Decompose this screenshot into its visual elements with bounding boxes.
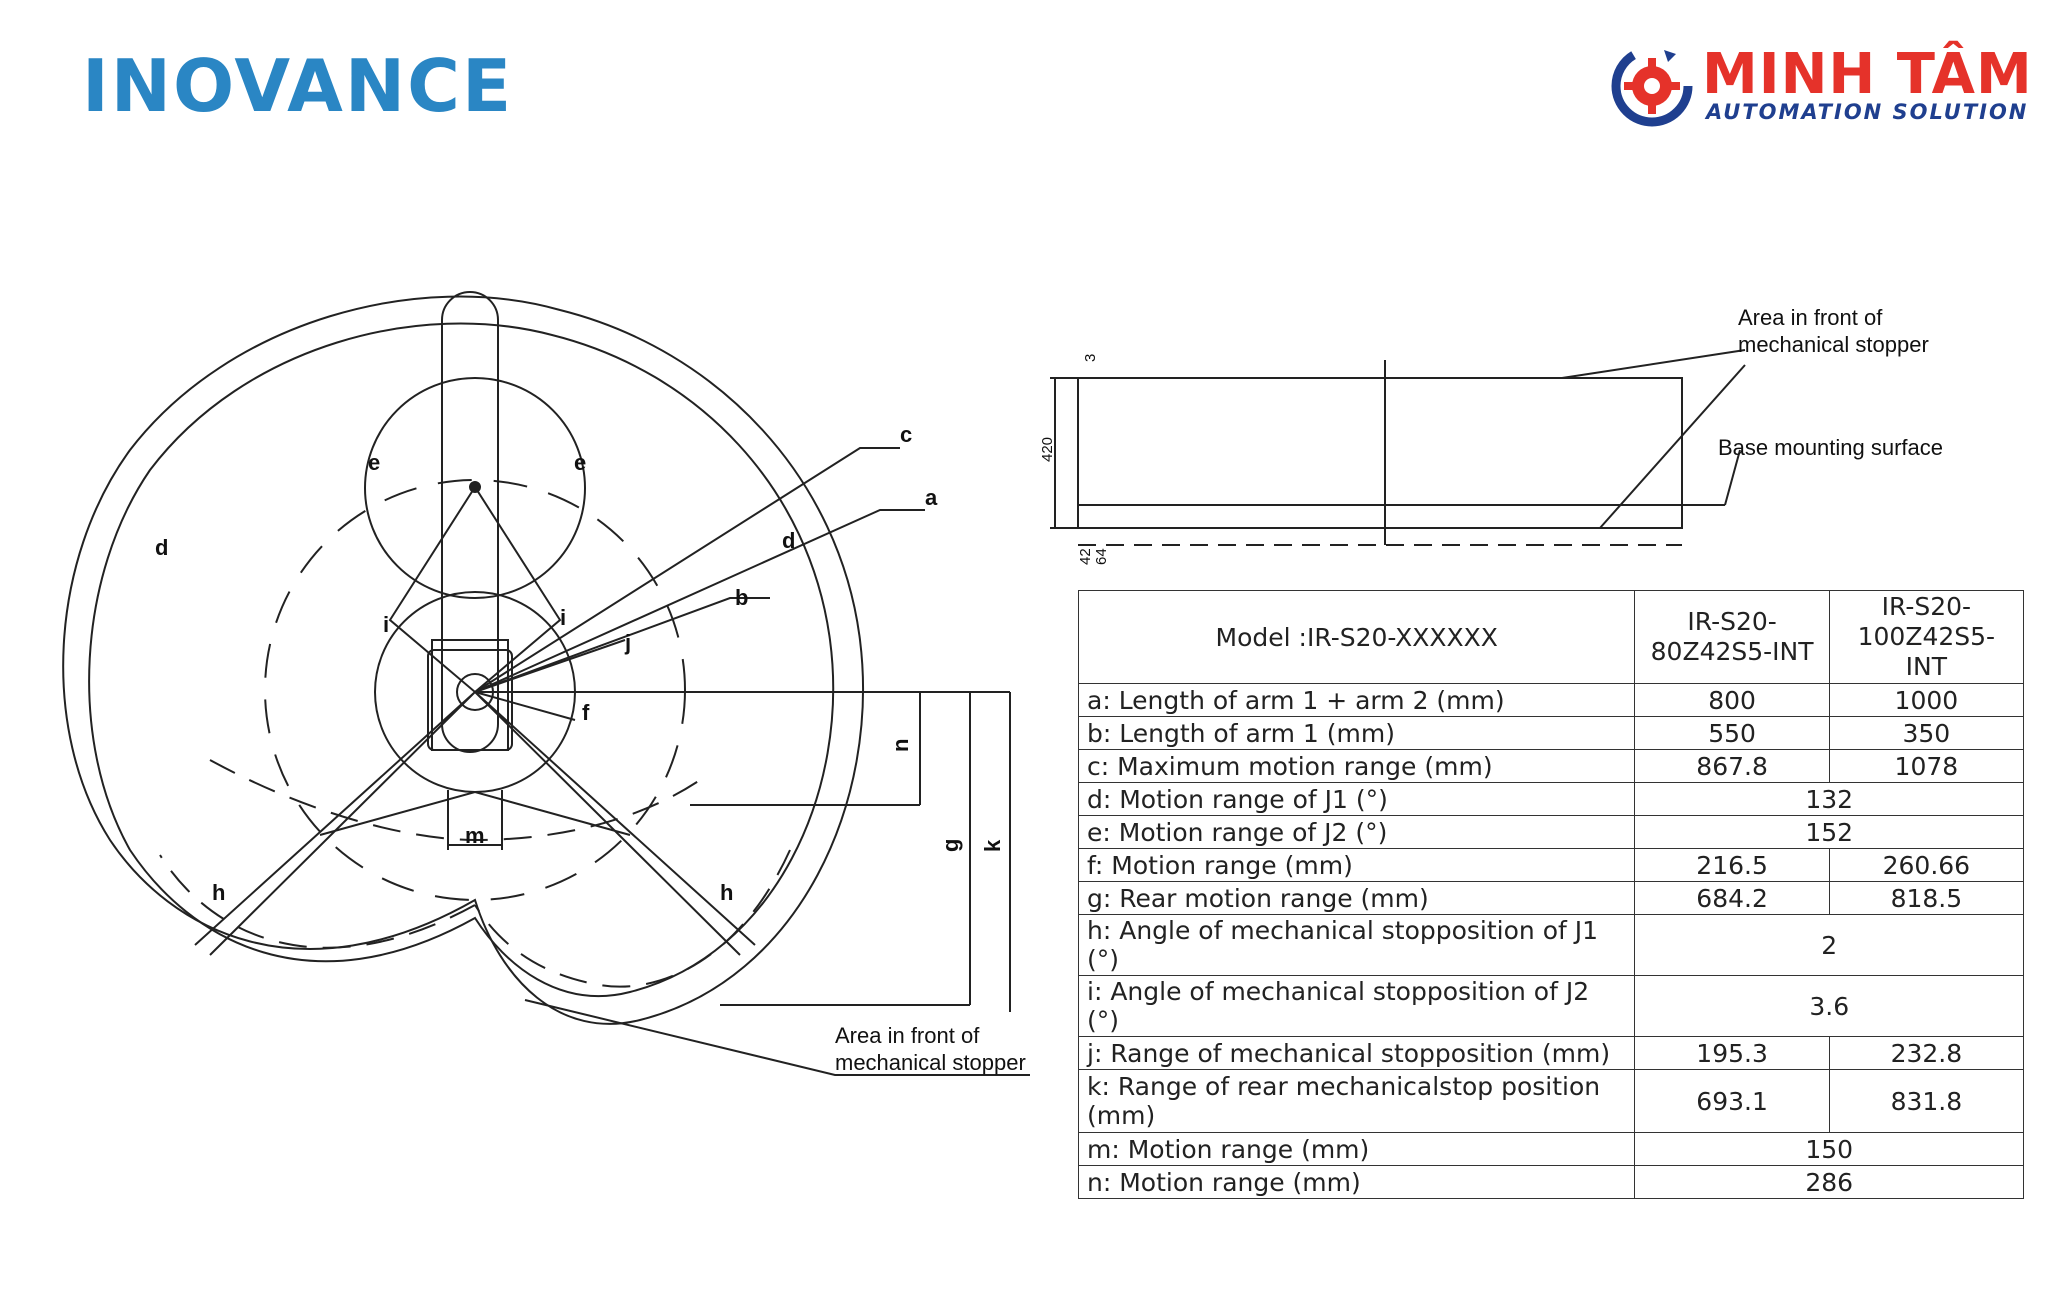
side-leader-area-2 — [1599, 364, 1746, 529]
plan-callout-line1: Area in front of — [835, 1023, 980, 1048]
inovance-logo: INOVANCE — [82, 44, 514, 128]
side-dim-height: 420 — [1039, 437, 1056, 462]
leader-j — [474, 639, 626, 693]
dashed-range-outer — [159, 849, 791, 988]
label-e-left: e — [368, 450, 380, 475]
side-callout-base: Base mounting surface — [1718, 435, 1943, 460]
base-plate — [427, 649, 513, 751]
label-f: f — [582, 700, 590, 725]
leader-b — [474, 597, 770, 693]
side-dim-top: 3 — [1082, 354, 1099, 362]
dim-n — [475, 691, 921, 806]
gear-emblem-icon — [1611, 45, 1693, 127]
side-callout-area-line1: Area in front of — [1738, 305, 1883, 330]
side-leader-base — [1724, 449, 1741, 506]
table-row: i: Angle of mechanical stopposition of J… — [1077, 975, 2024, 1037]
minh-tam-name: MINH TÂM — [1702, 42, 2033, 107]
header-model: Model :IR-S20-XXXXXX — [1077, 590, 1636, 684]
label-i-left: i — [383, 612, 389, 637]
arm-wedge — [388, 485, 562, 694]
table-header-row: Model :IR-S20-XXXXXX IR-S20-80Z42S5-INT … — [1077, 590, 2025, 684]
dim-g — [475, 691, 971, 1006]
minh-tam-tagline: AUTOMATION SOLUTION — [1706, 100, 2029, 124]
workspace-outer-boundary — [62, 295, 864, 1025]
side-dim-b2: 64 — [1093, 548, 1110, 565]
label-n: n — [888, 739, 913, 752]
lower-wedge — [319, 790, 631, 836]
label-m: m — [465, 823, 485, 848]
table-row: n: Motion range (mm)286 — [1077, 1165, 2024, 1199]
leader-area-bottom — [524, 999, 1030, 1076]
arm2-range-circle — [364, 377, 586, 599]
table-row: e: Motion range of J2 (°)152 — [1077, 815, 2024, 849]
minh-tam-logo: MINH TÂM AUTOMATION SOLUTION — [1610, 42, 2032, 134]
header-col1: IR-S20-80Z42S5-INT — [1634, 590, 1830, 684]
label-c: c — [900, 422, 912, 447]
label-d-left: d — [155, 535, 168, 560]
leader-a — [474, 509, 925, 693]
label-e-right: e — [574, 450, 586, 475]
side-dim-b1: 42 — [1077, 548, 1094, 565]
side-callout-area-line2: mechanical stopper — [1738, 332, 1929, 357]
table-row: m: Motion range (mm)150 — [1077, 1132, 2024, 1166]
stopper-line-right — [474, 691, 756, 956]
label-a: a — [925, 485, 938, 510]
table-row: k: Range of rear mechanicalstop position… — [1077, 1069, 2025, 1133]
label-b: b — [735, 585, 748, 610]
spec-table: Model :IR-S20-XXXXXX IR-S20-80Z42S5-INT … — [1077, 590, 2025, 1199]
leader-f — [474, 691, 576, 721]
label-i-right: i — [560, 605, 566, 630]
dashed-range-middle — [209, 759, 701, 842]
dim-m — [447, 790, 503, 850]
stopper-line-left — [194, 691, 476, 956]
label-g: g — [938, 839, 963, 852]
table-row: d: Motion range of J1 (°)132 — [1077, 782, 2024, 816]
dashed-inner-circle — [264, 479, 686, 901]
plan-callout-line2: mechanical stopper — [835, 1050, 1026, 1075]
table-row: j: Range of mechanical stopposition (mm)… — [1077, 1036, 2025, 1070]
label-h-left: h — [212, 880, 225, 905]
label-h-right: h — [720, 880, 733, 905]
side-dim-left — [1050, 377, 1090, 529]
dim-k — [920, 691, 1011, 1012]
side-leader-area — [1561, 349, 1746, 379]
side-view-body — [1077, 377, 1683, 529]
label-k: k — [980, 839, 1005, 852]
header-col2: IR-S20-100Z42S5-INT — [1828, 590, 2025, 684]
label-d-right: d — [782, 528, 795, 553]
leader-c — [474, 447, 900, 693]
table-row: h: Angle of mechanical stopposition of J… — [1077, 914, 2024, 976]
label-j: j — [624, 630, 631, 655]
